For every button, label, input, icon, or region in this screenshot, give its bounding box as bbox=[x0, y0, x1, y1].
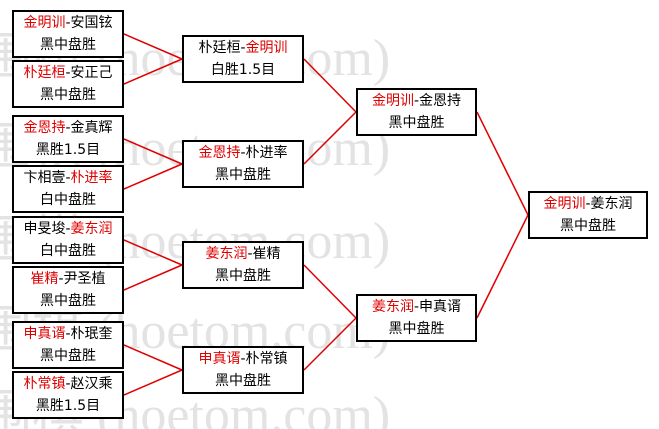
connector-line bbox=[476, 111, 529, 216]
match-players: 朴廷桓-金明训 bbox=[198, 40, 288, 56]
player-name: 金真辉 bbox=[70, 120, 113, 136]
player-name: 朴珉奎 bbox=[70, 326, 113, 342]
match-players: 金恩持-金真辉 bbox=[23, 120, 113, 136]
player-name: 姜东润 bbox=[205, 246, 248, 262]
connector-line bbox=[123, 163, 183, 190]
match-box: 朴廷桓-安正己 黑中盘胜 bbox=[12, 60, 124, 108]
match-result: 白中盘胜 bbox=[40, 192, 96, 208]
player-name: 申真谞 bbox=[23, 326, 66, 342]
player-name: 申真谞 bbox=[198, 351, 241, 367]
connector-line bbox=[123, 58, 183, 85]
player-name: 崔精 bbox=[30, 271, 59, 287]
player-name: 金恩持 bbox=[198, 145, 241, 161]
connector-line bbox=[123, 33, 183, 60]
connector-line bbox=[123, 344, 183, 371]
match-box: 申真谞-朴珉奎 黑中盘胜 bbox=[12, 321, 124, 369]
match-box: 金明训-安国铉 黑中盘胜 bbox=[12, 10, 124, 58]
connector-line bbox=[476, 214, 529, 319]
player-name: 朴廷桓 bbox=[198, 40, 241, 56]
player-name: 朴常镇 bbox=[245, 351, 288, 367]
player-name: 金明训 bbox=[371, 93, 414, 109]
match-result: 黑胜1.5目 bbox=[35, 142, 101, 158]
final-match-box: 金明训-姜东润 黑中盘胜 bbox=[528, 191, 648, 239]
match-result: 黑中盘胜 bbox=[40, 87, 96, 103]
player-name: 安正己 bbox=[70, 65, 113, 81]
match-box: 朴常镇-赵汉乘 黑胜1.5目 bbox=[12, 371, 124, 419]
match-players: 申真谞-朴珉奎 bbox=[23, 326, 113, 342]
match-box: 申真谞-朴常镇 黑中盘胜 bbox=[182, 346, 304, 394]
match-box: 金恩持-金真辉 黑胜1.5目 bbox=[12, 115, 124, 163]
match-box: 金恩持-朴进率 黑中盘胜 bbox=[182, 140, 304, 188]
player-name: 尹圣植 bbox=[63, 271, 106, 287]
player-name: 金明训 bbox=[23, 15, 66, 31]
player-name: 朴进率 bbox=[245, 145, 288, 161]
connector-line bbox=[303, 317, 357, 371]
match-result: 黑中盘胜 bbox=[215, 268, 271, 284]
player-name: 金明训 bbox=[543, 196, 586, 212]
match-players: 金明训-姜东润 bbox=[543, 196, 633, 212]
match-players: 金明训-金恩持 bbox=[371, 93, 462, 109]
player-name: 卞相壹 bbox=[23, 170, 66, 186]
match-players: 朴廷桓-安正己 bbox=[23, 65, 113, 81]
player-name: 赵汉乘 bbox=[70, 376, 113, 392]
player-name: 朴常镇 bbox=[23, 376, 66, 392]
player-name: 申真谞 bbox=[419, 299, 462, 315]
player-name: 崔精 bbox=[252, 246, 281, 262]
match-box: 崔精-尹圣植 黑中盘胜 bbox=[12, 266, 124, 314]
connector-line bbox=[123, 264, 183, 291]
player-name: 安国铉 bbox=[70, 15, 113, 31]
match-box: 申旻埈-姜东润 白中盘胜 bbox=[12, 216, 124, 264]
match-box: 金明训-金恩持 黑中盘胜 bbox=[356, 88, 477, 136]
player-name: 金明训 bbox=[245, 40, 288, 56]
match-box: 姜东润-崔精 黑中盘胜 bbox=[182, 241, 304, 289]
connector-line bbox=[123, 239, 183, 266]
player-name: 姜东润 bbox=[70, 221, 113, 237]
player-name: 金恩持 bbox=[23, 120, 66, 136]
match-box: 朴廷桓-金明训 白胜1.5目 bbox=[182, 35, 304, 83]
match-players: 崔精-尹圣植 bbox=[30, 271, 106, 287]
match-players: 申真谞-朴常镇 bbox=[198, 351, 288, 367]
match-players: 金明训-安国铉 bbox=[23, 15, 113, 31]
match-players: 姜东润-申真谞 bbox=[371, 299, 462, 315]
match-result: 白中盘胜 bbox=[40, 243, 96, 259]
player-name: 申旻埈 bbox=[23, 221, 66, 237]
player-name: 姜东润 bbox=[371, 299, 414, 315]
player-name: 朴廷桓 bbox=[23, 65, 66, 81]
connector-line bbox=[303, 264, 357, 319]
connector-line bbox=[303, 111, 357, 165]
connector-line bbox=[303, 58, 357, 113]
match-players: 姜东润-崔精 bbox=[205, 246, 281, 262]
match-players: 卞相壹-朴进率 bbox=[23, 170, 113, 186]
connector-line bbox=[123, 369, 183, 396]
match-result: 黑中盘胜 bbox=[40, 348, 96, 364]
match-box: 姜东润-申真谞 黑中盘胜 bbox=[356, 294, 477, 342]
player-name: 姜东润 bbox=[590, 196, 633, 212]
match-result: 黑中盘胜 bbox=[40, 37, 96, 53]
match-result: 黑胜1.5目 bbox=[35, 398, 101, 414]
match-result: 白胜1.5目 bbox=[210, 62, 276, 78]
player-name: 朴进率 bbox=[70, 170, 113, 186]
match-players: 申旻埈-姜东润 bbox=[23, 221, 113, 237]
match-result: 黑中盘胜 bbox=[388, 321, 445, 337]
player-name: 金恩持 bbox=[419, 93, 462, 109]
match-result: 黑中盘胜 bbox=[215, 373, 271, 389]
connector-line bbox=[123, 138, 183, 165]
match-result: 黑中盘胜 bbox=[560, 218, 616, 234]
match-result: 黑中盘胜 bbox=[40, 293, 96, 309]
match-players: 金恩持-朴进率 bbox=[198, 145, 288, 161]
match-players: 朴常镇-赵汉乘 bbox=[23, 376, 113, 392]
match-box: 卞相壹-朴进率 白中盘胜 bbox=[12, 165, 124, 213]
match-result: 黑中盘胜 bbox=[388, 115, 445, 131]
match-result: 黑中盘胜 bbox=[215, 167, 271, 183]
